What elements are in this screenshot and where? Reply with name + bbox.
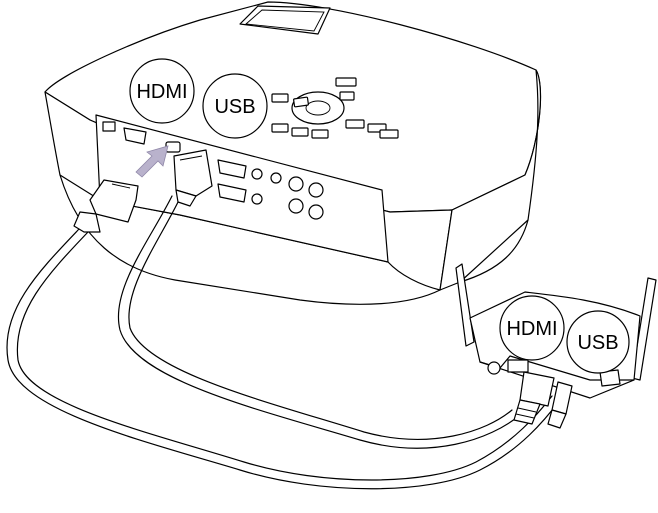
rca-3: [308, 182, 324, 198]
dongle-hdmi-badge: HDMI: [499, 295, 565, 361]
dongle-vent: [599, 369, 621, 387]
projector-hdmi-badge: HDMI: [129, 58, 195, 124]
control-panel: [271, 77, 399, 139]
projector-hdmi-label: HDMI: [136, 81, 187, 103]
antenna-left: [455, 263, 475, 347]
dongle-hdmi-label: HDMI: [506, 318, 557, 340]
hdmi-plug-dongle: [513, 371, 555, 425]
rca-2: [288, 176, 304, 192]
hdmi-plug-projector: [173, 149, 213, 207]
projector: [44, 1, 542, 305]
usb-plug-projector: [73, 179, 139, 233]
usb-plug-dongle: [547, 381, 573, 429]
dongle-power-port: [487, 361, 501, 375]
usb-port-small: [102, 121, 116, 132]
projector-usb-label: USB: [214, 96, 255, 118]
audio-jack-1: [251, 168, 263, 180]
hdmi-cable: [117, 195, 521, 449]
dongle-usb-badge: USB: [566, 310, 630, 374]
lens-recess: [239, 5, 331, 35]
vga-port-1: [123, 127, 147, 145]
rca-1: [270, 172, 282, 184]
usb-cable: [6, 227, 561, 490]
cables: [6, 195, 561, 490]
dongle-usb-label: USB: [577, 332, 618, 354]
audio-jack-2: [251, 193, 263, 205]
projector-usb-badge: USB: [202, 73, 268, 139]
rca-4: [288, 198, 304, 214]
projector-right-side: [439, 69, 542, 291]
rca-5: [308, 204, 324, 220]
vga-port-2: [217, 159, 247, 179]
vga-port-3: [217, 183, 247, 203]
dongle-hdmi-port: [507, 359, 529, 373]
insert-arrow: [135, 145, 169, 178]
